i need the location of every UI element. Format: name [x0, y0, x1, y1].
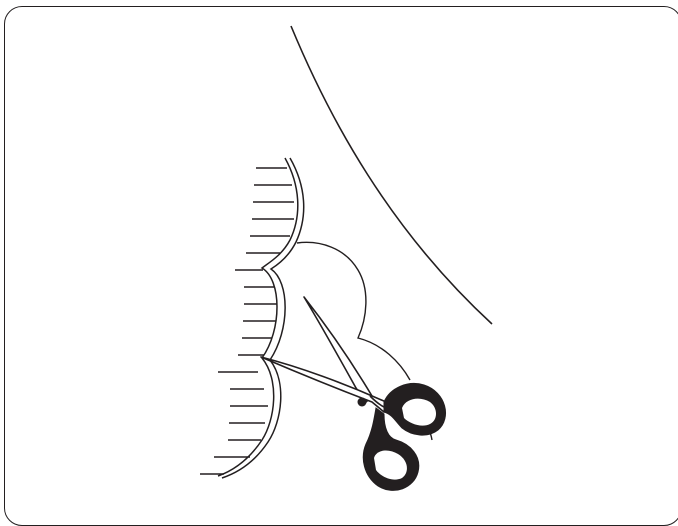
- scissors-icon: [261, 297, 446, 490]
- scallop-seam-outer: [218, 158, 298, 476]
- fabric-curve-line: [291, 26, 492, 324]
- scallop-seam-inner: [222, 158, 304, 478]
- scissors-pivot-screw: [358, 398, 367, 407]
- seam-hatch-marks: [200, 168, 294, 474]
